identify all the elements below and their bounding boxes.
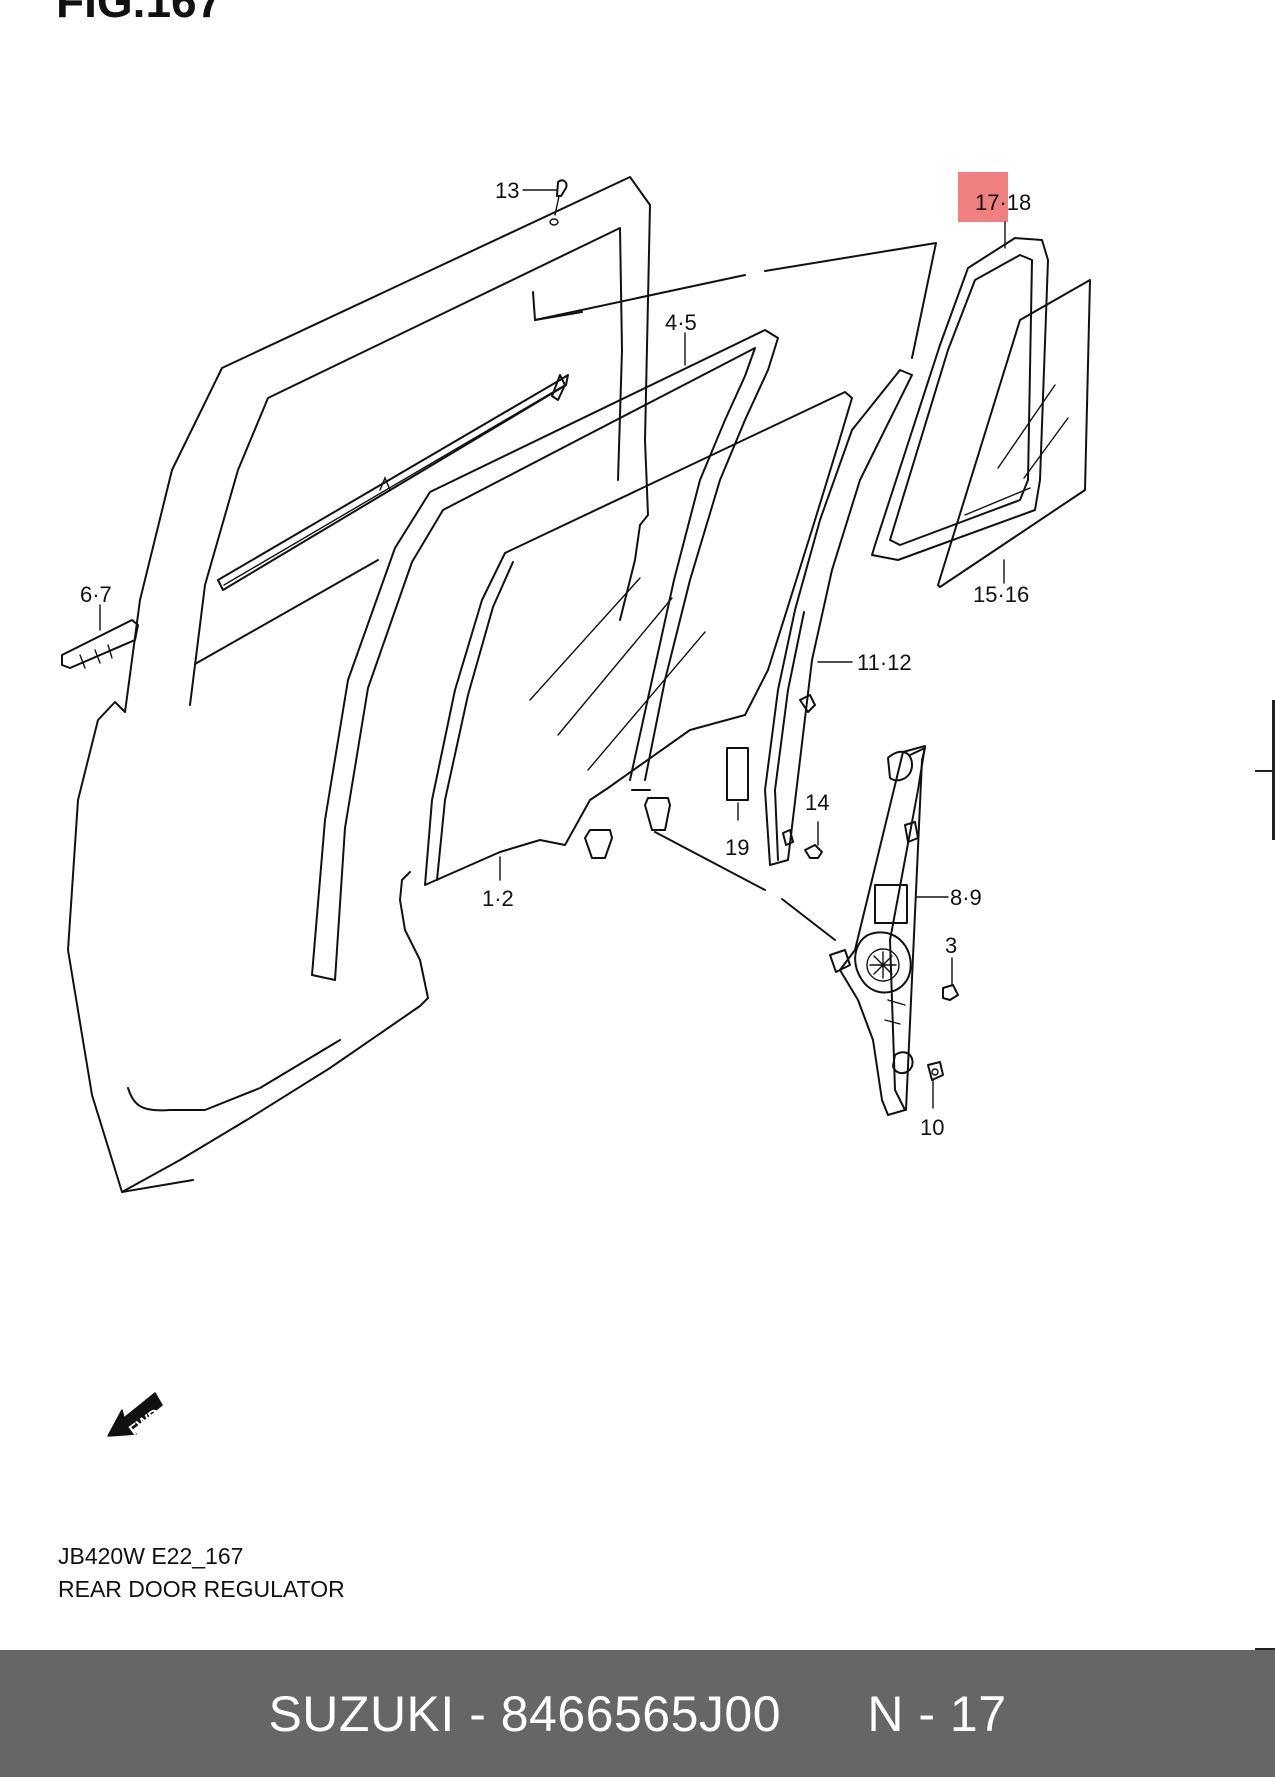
- page-edge-tick-bottom: [1255, 1648, 1275, 1650]
- window-regulator: [829, 745, 926, 1116]
- label-15-16: 15·16: [973, 582, 1029, 607]
- footer-ref: N - 17: [867, 1685, 1007, 1742]
- label-3: 3: [945, 933, 957, 958]
- quarter-window: [871, 237, 1091, 588]
- fwd-arrow-icon: FWD: [107, 1392, 164, 1439]
- leader-lines: [99, 189, 1006, 1109]
- label-19: 19: [725, 835, 749, 860]
- footer-separator: -: [454, 1685, 501, 1742]
- label-4-5: 4·5: [665, 310, 697, 335]
- label-1-2: 1·2: [482, 886, 514, 911]
- label-14: 14: [805, 790, 829, 815]
- fasteners: [549, 179, 959, 1081]
- footer-part-number: 8466565J00: [500, 1685, 782, 1742]
- label-13: 13: [495, 178, 519, 203]
- label-8-9: 8·9: [950, 885, 982, 910]
- highlight-box: [958, 172, 1008, 222]
- footer-gap: [781, 1685, 867, 1743]
- connection-line: [654, 831, 836, 941]
- exploded-parts-diagram: 13 17·18 4·5 6·7 15·16 11·12 14 19 1·2 8…: [61, 172, 1091, 1439]
- label-10: 10: [920, 1115, 944, 1140]
- part-footer-bar: SUZUKI - 8466565J00 N - 17: [0, 1650, 1275, 1777]
- label-6-7: 6·7: [80, 582, 112, 607]
- door-glass: [424, 391, 853, 886]
- label-17-18: 17·18: [975, 190, 1031, 215]
- glass-top-line: [534, 242, 937, 359]
- rear-channel: [764, 369, 913, 866]
- label-11-12: 11·12: [857, 650, 912, 675]
- door-panel: [61, 176, 651, 1193]
- footer-brand: SUZUKI: [268, 1685, 455, 1742]
- figure-title: FIG.167: [56, 0, 223, 27]
- page-edge-tick: [1255, 770, 1275, 772]
- run-channel: [311, 329, 779, 981]
- diagram-name: REAR DOOR REGULATOR: [58, 1576, 345, 1602]
- diagram-code: JB420W E22_167: [58, 1543, 244, 1569]
